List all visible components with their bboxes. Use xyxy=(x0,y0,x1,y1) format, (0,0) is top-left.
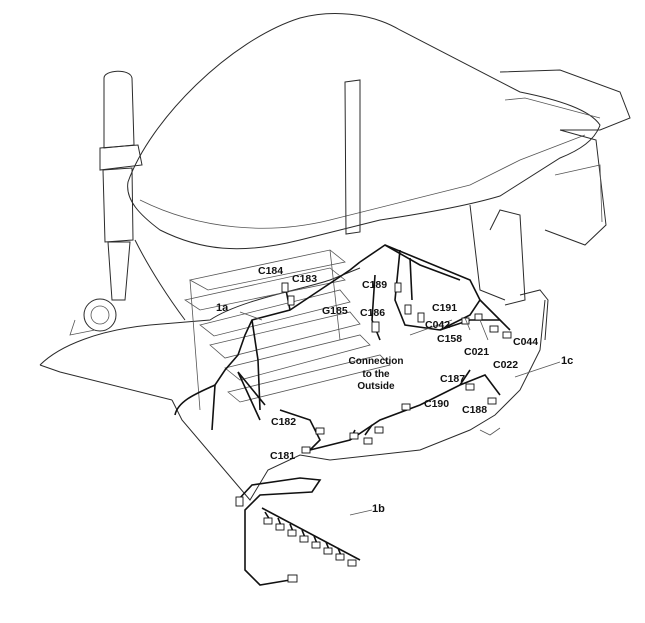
label-c184: C184 xyxy=(258,265,284,277)
label-c190: C190 xyxy=(424,398,450,410)
label-c158: C158 xyxy=(437,333,463,345)
harness-1a xyxy=(174,261,361,416)
label-c042: C042 xyxy=(425,319,451,331)
label-item-1a: 1a xyxy=(216,302,229,314)
label-g185: G185 xyxy=(322,305,348,317)
label-c182: C182 xyxy=(271,416,297,428)
connection-line-3: Outside xyxy=(357,381,395,392)
harness-main-rear xyxy=(359,244,481,331)
hood xyxy=(39,267,361,366)
harness-1b xyxy=(237,477,322,586)
label-c188: C188 xyxy=(462,404,488,416)
label-item-1c: 1c xyxy=(561,355,574,367)
lower-body xyxy=(171,299,546,501)
label-c022: C022 xyxy=(493,359,519,371)
label-c186: C186 xyxy=(360,307,386,319)
label-c189: C189 xyxy=(362,279,388,291)
connection-line-1: Connection xyxy=(348,356,404,367)
label-connection-to-outside: Connection to the Outside xyxy=(338,356,414,394)
label-c191: C191 xyxy=(432,302,458,314)
label-c021: C021 xyxy=(464,346,490,358)
roof-rear-extension xyxy=(499,69,631,131)
label-c187: C187 xyxy=(440,373,466,385)
console-panels xyxy=(183,249,391,403)
leader-lines xyxy=(239,311,561,516)
label-item-1b: 1b xyxy=(372,503,385,515)
cab-roof xyxy=(127,13,601,250)
exhaust-stack xyxy=(103,70,135,149)
connection-line-2: to the xyxy=(362,368,390,380)
label-c044: C044 xyxy=(513,336,539,348)
connector-plugs xyxy=(235,282,512,583)
antenna-post xyxy=(344,79,361,235)
label-c181: C181 xyxy=(270,450,296,462)
label-c183: C183 xyxy=(292,273,318,285)
